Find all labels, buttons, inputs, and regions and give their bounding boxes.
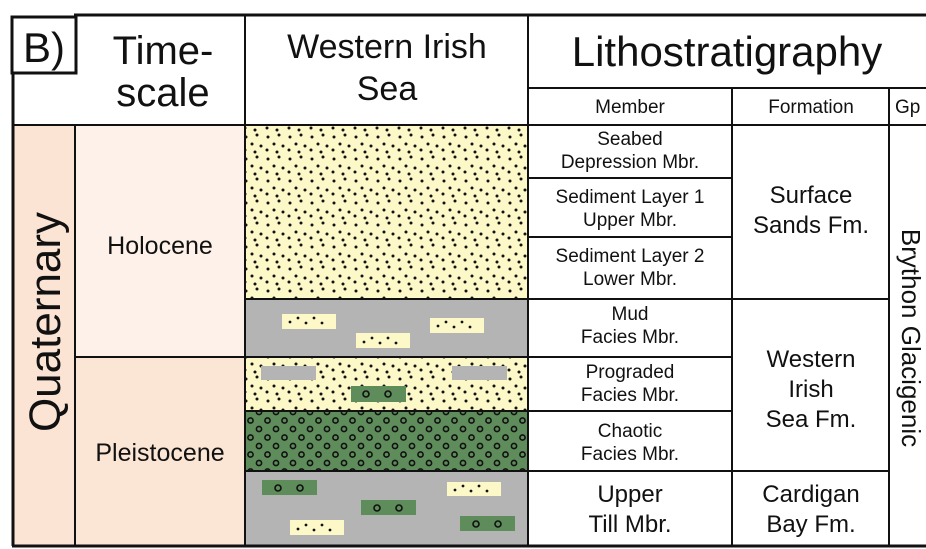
holocene-label: Holocene — [107, 232, 213, 260]
group-header: Gp — [895, 97, 920, 118]
mud-lens — [452, 366, 507, 380]
member-2-line2: Upper Mbr. — [583, 210, 677, 231]
period-label: Quaternary — [21, 212, 70, 432]
group-label: Brython Glacigenic — [896, 229, 926, 447]
member-4-line2: Facies Mbr. — [581, 327, 679, 348]
sand-lens — [282, 314, 336, 329]
panel-label: B) — [23, 24, 65, 71]
sand-lens — [356, 333, 410, 348]
lithology-column — [245, 125, 528, 545]
pleistocene-label: Pleistocene — [95, 439, 224, 467]
formation-cardigan-bay-line1: Cardigan — [762, 481, 859, 508]
mud-lens — [261, 366, 316, 380]
member-3-line1: Sediment Layer 2 — [556, 246, 705, 267]
member-2-line1: Sediment Layer 1 — [556, 187, 705, 208]
member-4-line1: Mud — [612, 304, 649, 325]
formation-western-irish-sea-line2: Irish — [788, 376, 833, 403]
member-header: Member — [595, 97, 665, 118]
formation-surface-sands-line2: Sands Fm. — [753, 212, 869, 239]
diamict-lens — [262, 480, 317, 495]
member-7-line2: Till Mbr. — [588, 511, 671, 538]
timescale-header-line2: scale — [116, 71, 209, 115]
chaotic-diamict-layer — [245, 411, 528, 471]
member-6-line2: Facies Mbr. — [581, 444, 679, 465]
member-1-line1: Seabed — [597, 129, 663, 150]
sand-lens — [430, 318, 484, 333]
formation-western-irish-sea-line1: Western — [767, 346, 856, 373]
prograded-sand-layer — [245, 357, 528, 411]
member-3-line2: Lower Mbr. — [583, 269, 677, 290]
lithostratigraphy-header: Lithostratigraphy — [572, 28, 883, 75]
member-6-line1: Chaotic — [598, 421, 662, 442]
region-header-line1: Western Irish — [287, 28, 487, 66]
member-1-line2: Depression Mbr. — [561, 152, 699, 173]
formation-header: Formation — [768, 97, 854, 118]
region-header-line2: Sea — [357, 70, 418, 108]
sand-layer — [245, 125, 528, 299]
member-5-line2: Facies Mbr. — [581, 385, 679, 406]
diamict-lens — [460, 516, 515, 531]
diamict-lens — [361, 500, 416, 515]
sand-lens — [290, 520, 344, 535]
diamict-lens — [351, 386, 406, 402]
timescale-header-line1: Time- — [113, 29, 214, 73]
member-7-line1: Upper — [597, 481, 662, 508]
member-5-line1: Prograded — [586, 362, 675, 383]
sand-lens — [447, 482, 501, 496]
formation-western-irish-sea-line3: Sea Fm. — [766, 406, 857, 433]
formation-surface-sands-line1: Surface — [770, 182, 853, 209]
formation-cardigan-bay-line2: Bay Fm. — [766, 511, 855, 538]
